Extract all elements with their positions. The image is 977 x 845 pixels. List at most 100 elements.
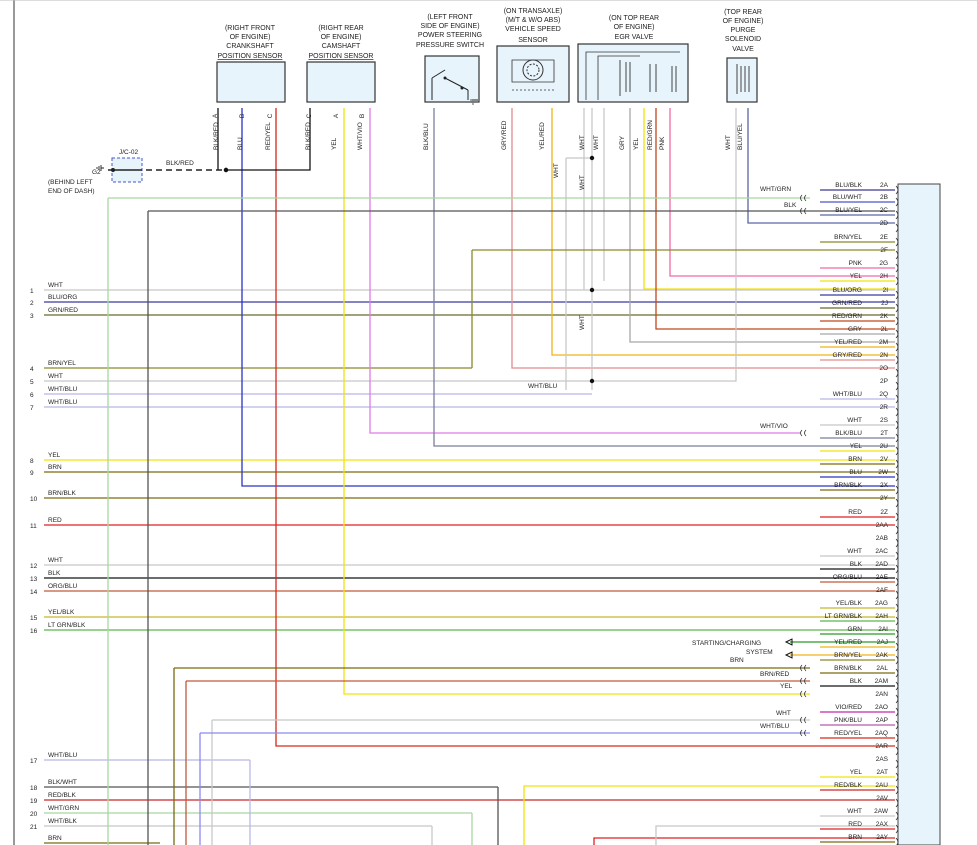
pin-socket-icon bbox=[895, 720, 899, 730]
pin-socket-icon bbox=[895, 459, 899, 469]
top-wire-label: BLK/RED bbox=[213, 122, 220, 150]
pin-number: 2Q bbox=[879, 391, 888, 398]
pin-socket-icon bbox=[895, 811, 899, 821]
mid-label: WHT bbox=[579, 175, 586, 190]
pin-socket-icon bbox=[895, 407, 899, 417]
pin-socket-icon bbox=[895, 368, 899, 378]
pin-number: 2AU bbox=[875, 782, 888, 789]
pcm-connector bbox=[897, 183, 941, 845]
cam-yel-wire bbox=[343, 108, 810, 695]
pin-number: 2AV bbox=[876, 795, 888, 802]
top-wire-label: RED/GRN bbox=[647, 120, 654, 150]
pin-wire-label: BRN/YEL bbox=[834, 234, 862, 241]
wire-number: 4 bbox=[30, 366, 34, 373]
pin-wire-label: VIO/RED bbox=[835, 704, 862, 711]
wire-color-label: WHT bbox=[48, 557, 63, 564]
mid-label: WHT bbox=[776, 710, 791, 717]
pin-socket-icon bbox=[895, 551, 899, 561]
pin-wire-label: YEL bbox=[850, 273, 863, 280]
pin-socket-icon bbox=[895, 433, 899, 443]
wire-number: 19 bbox=[30, 798, 38, 805]
arrow-icon bbox=[784, 638, 793, 659]
vss-yelred-wire bbox=[551, 108, 895, 356]
crank-blu-wire bbox=[241, 108, 895, 487]
ground-g2: G2 (BEHIND LEFT END OF DASH) bbox=[48, 165, 104, 195]
mid-label: WHT/BLU bbox=[528, 383, 558, 390]
top-wire-label: WHT bbox=[579, 135, 586, 150]
camshaft-sensor: (RIGHT REAR OF ENGINE) CAMSHAFT POSITION… bbox=[306, 25, 376, 118]
wire-number: 20 bbox=[30, 811, 38, 818]
pin-socket-icon bbox=[895, 446, 899, 456]
crank-pin-a: A bbox=[212, 113, 219, 118]
ps-line-1: (LEFT FRONT bbox=[427, 14, 473, 21]
purge-line-2: OF ENGINE) bbox=[723, 18, 764, 25]
pin-socket-icon bbox=[895, 197, 899, 207]
inline-connector-icon bbox=[800, 677, 807, 685]
top-wire-label: BLU bbox=[237, 137, 244, 150]
pin-number: 2C bbox=[880, 207, 889, 214]
pin-number: 2AL bbox=[876, 665, 888, 672]
wire-color-label: WHT bbox=[48, 373, 63, 380]
pin-wire-label: GRY bbox=[848, 326, 863, 333]
crankshaft-sensor: (RIGHT FRONT OF ENGINE) CRANKSHAFT POSIT… bbox=[212, 25, 286, 118]
jc-label: J/C-02 bbox=[119, 149, 139, 156]
pin-number: 2M bbox=[879, 339, 888, 346]
pin-number: 2I bbox=[883, 287, 889, 294]
pin-number: 2T bbox=[880, 430, 888, 437]
pin-number: 2Y bbox=[880, 495, 889, 502]
crank-line-1: (RIGHT FRONT bbox=[225, 25, 276, 32]
pin-socket-icon bbox=[895, 276, 899, 286]
wire-number: 14 bbox=[30, 589, 38, 596]
mid-label: BRN bbox=[730, 657, 744, 664]
inline-connector-icon bbox=[800, 690, 807, 698]
pin-wire-label: BLU/YEL bbox=[835, 207, 862, 214]
vss-body bbox=[496, 45, 570, 103]
egr-pnk-wire bbox=[669, 108, 895, 277]
pin-number: 2AH bbox=[875, 613, 888, 620]
wire-number: 5 bbox=[30, 379, 34, 386]
egr-gry-wire bbox=[629, 108, 895, 343]
pin-number: 2AB bbox=[876, 535, 888, 542]
pin-number: 2AJ bbox=[877, 639, 888, 646]
inline-connector-icon bbox=[800, 716, 807, 724]
mid-label: BLK bbox=[784, 202, 797, 209]
pin-number: 2K bbox=[880, 313, 889, 320]
wire-color-label: BLK bbox=[48, 570, 61, 577]
cam-pin-b: B bbox=[359, 114, 366, 118]
wire-number: 17 bbox=[30, 758, 38, 765]
wire-color-label: WHT bbox=[48, 282, 63, 289]
pin-number: 2U bbox=[880, 443, 889, 450]
ground-symbol-icon bbox=[470, 99, 476, 105]
wire-number: 13 bbox=[30, 576, 38, 583]
pin-socket-icon bbox=[895, 342, 899, 352]
pin-number: 2D bbox=[880, 220, 889, 227]
pcm-pins: 2ABLU/BLK2BBLU/WHT2CBLU/YEL2D2EBRN/YEL2F… bbox=[820, 182, 899, 845]
ground-label: G2 bbox=[92, 169, 101, 176]
inline-connector-icon bbox=[800, 729, 807, 737]
pin-wire-label: ORG/BLU bbox=[833, 574, 863, 581]
pin-number: 2AP bbox=[876, 717, 888, 724]
pin-wire-label: PNK bbox=[849, 260, 863, 267]
pin-socket-icon bbox=[895, 824, 899, 834]
wire-number: 2 bbox=[30, 300, 34, 307]
pin-number: 2AR bbox=[875, 743, 888, 750]
pin-number: 2G bbox=[879, 260, 888, 267]
wire-color-label: BRN bbox=[48, 464, 62, 471]
mid-label: BRN/RED bbox=[760, 671, 790, 678]
wire-number: 12 bbox=[30, 563, 38, 570]
pin-socket-icon bbox=[895, 798, 899, 808]
inline-connector-icon bbox=[800, 664, 807, 672]
ps-line-2: SIDE OF ENGINE) bbox=[420, 23, 479, 30]
pin-number: 2V bbox=[880, 456, 889, 463]
wire-number: 7 bbox=[30, 405, 34, 412]
mid-label: WHT/BLU bbox=[760, 723, 790, 730]
wire-number: 18 bbox=[30, 785, 38, 792]
purge-line-5: VALVE bbox=[732, 46, 754, 53]
pin-wire-label: BLU/ORG bbox=[833, 287, 862, 294]
pin-number: 2AG bbox=[875, 600, 888, 607]
pin-socket-icon bbox=[895, 577, 899, 587]
pin-socket-icon bbox=[895, 210, 899, 220]
wire-color-label: LT GRN/BLK bbox=[48, 622, 86, 629]
crank-line-2: OF ENGINE) bbox=[230, 34, 271, 41]
wire-number: 9 bbox=[30, 470, 34, 477]
